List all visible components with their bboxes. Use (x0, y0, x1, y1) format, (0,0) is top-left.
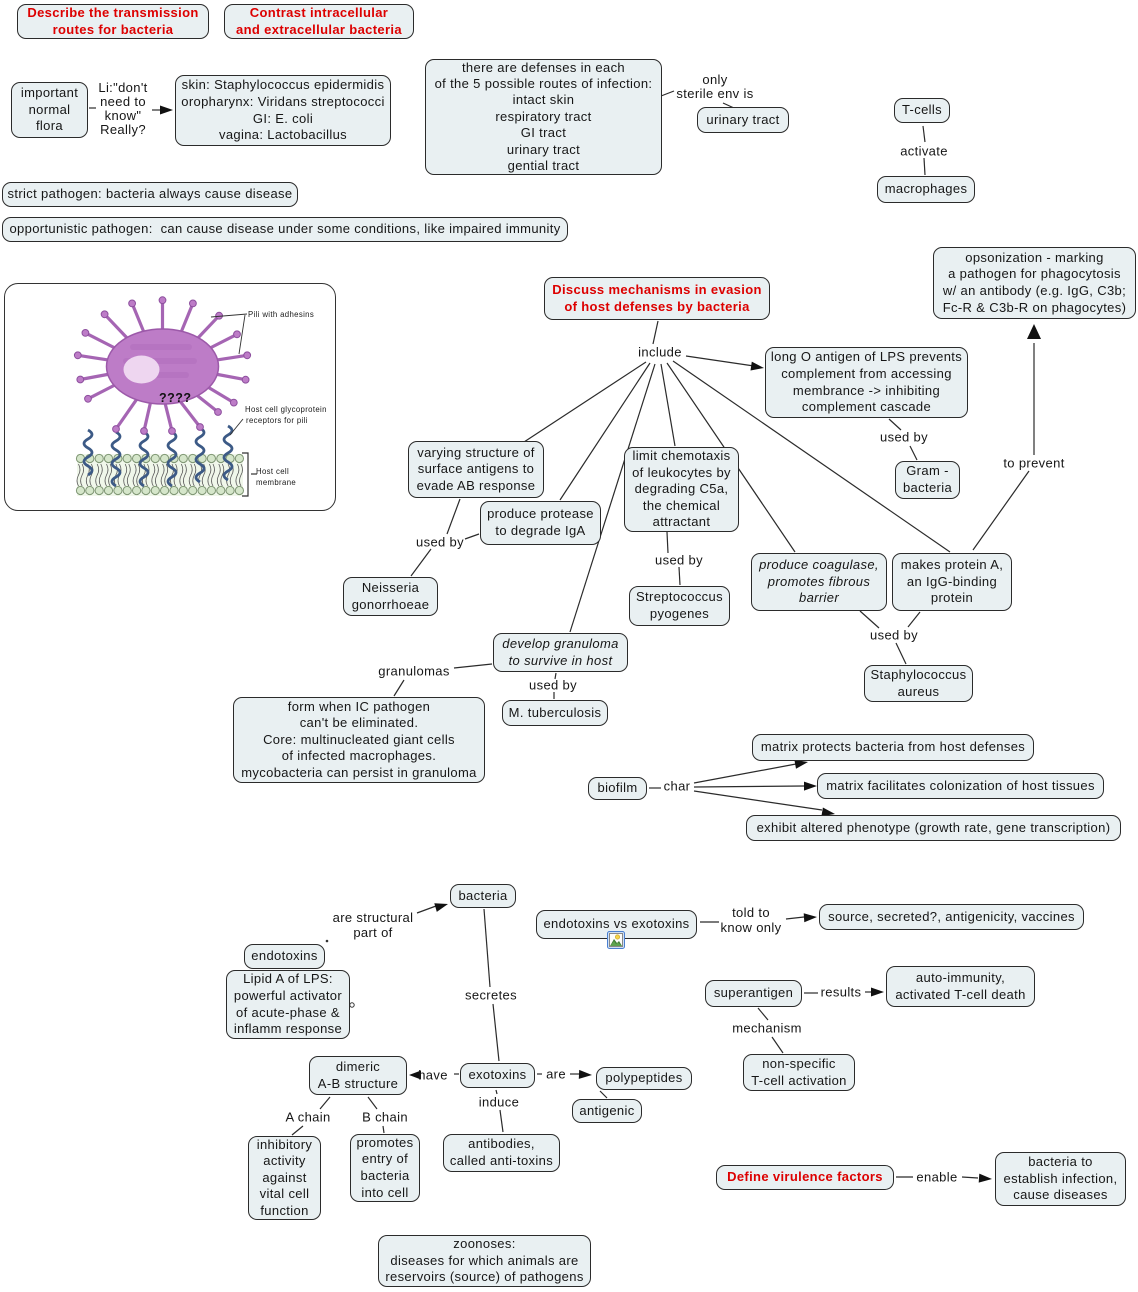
svg-text:Host cell glycoprotein: Host cell glycoprotein (245, 405, 327, 414)
svg-text:membrane: membrane (256, 478, 296, 487)
svg-text:receptors for pili: receptors for pili (246, 416, 308, 425)
svg-text:Host cell: Host cell (256, 467, 289, 476)
svg-text:????: ???? (159, 391, 192, 405)
svg-text:Pili with adhesins: Pili with adhesins (248, 310, 314, 319)
